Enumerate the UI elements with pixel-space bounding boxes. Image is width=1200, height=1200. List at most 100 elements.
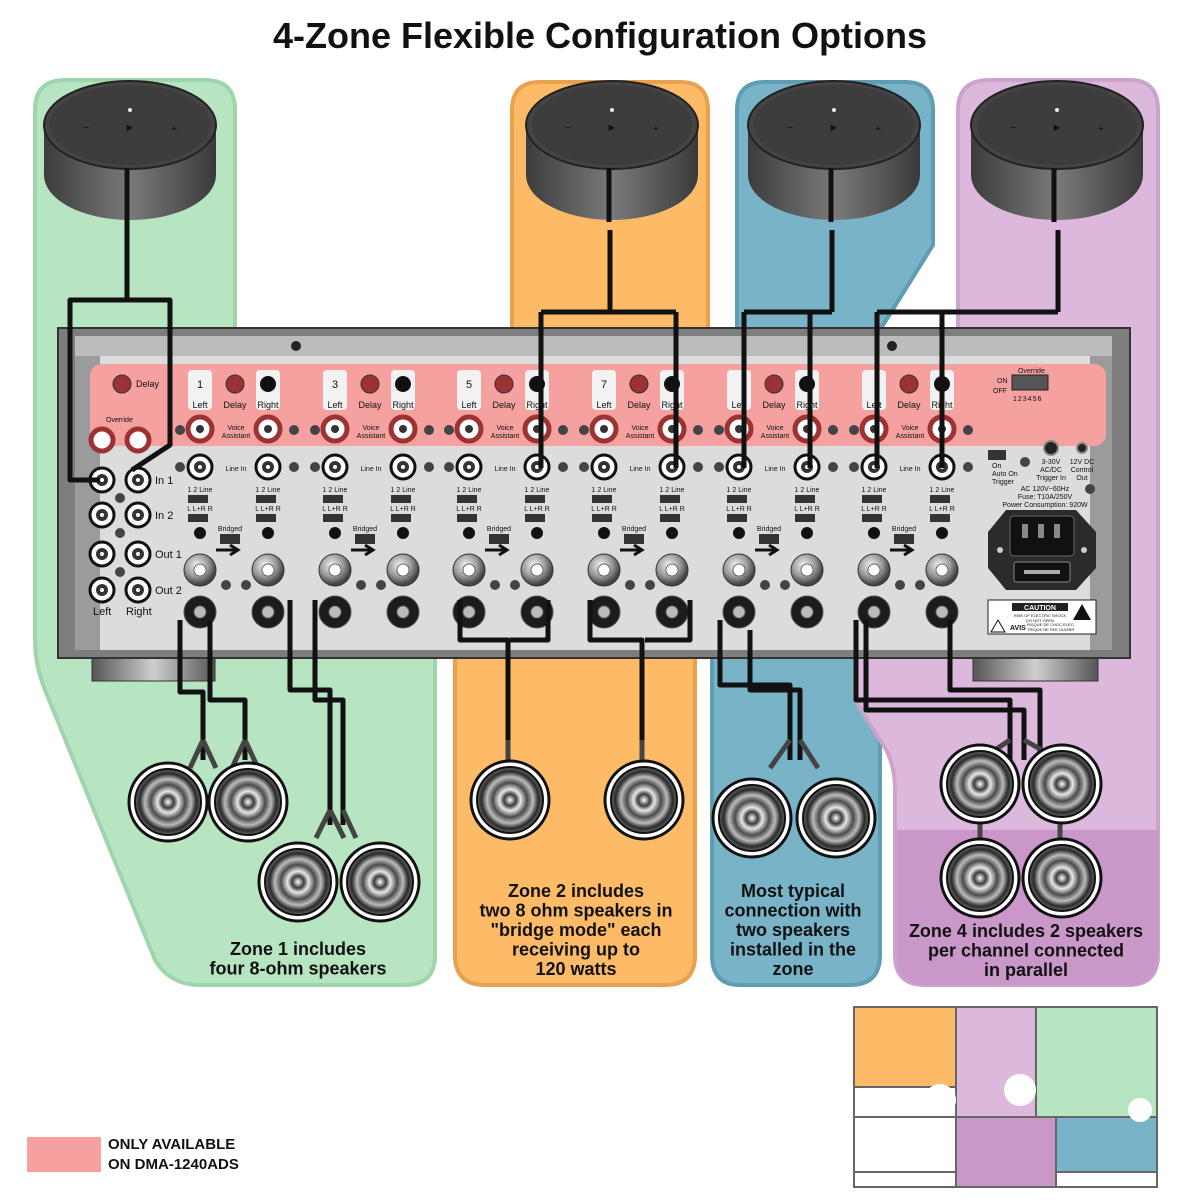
binding-post-negative[interactable] [587, 595, 621, 629]
voice-assistant-jack[interactable] [589, 414, 619, 444]
channel-mode-jumper[interactable] [795, 514, 815, 522]
binding-post-positive[interactable] [183, 553, 217, 587]
voice-assistant-jack[interactable] [320, 414, 350, 444]
rca-jack[interactable] [124, 540, 152, 568]
channel-mode-jumper[interactable] [457, 514, 477, 522]
rca-jack[interactable] [88, 540, 116, 568]
voice-assistant-jack[interactable] [724, 414, 754, 444]
input-select-jumper[interactable] [795, 495, 815, 503]
binding-post-positive[interactable] [790, 553, 824, 587]
line-in-jack[interactable] [725, 453, 753, 481]
line-in-jack[interactable] [186, 453, 214, 481]
rca-jack[interactable] [124, 576, 152, 604]
input-select-jumper[interactable] [930, 495, 950, 503]
voice-assistant-jack[interactable] [454, 414, 484, 444]
binding-post-positive[interactable] [251, 553, 285, 587]
binding-post-positive[interactable] [857, 553, 891, 587]
power-inlet[interactable] [988, 510, 1096, 590]
channel-mode-jumper[interactable] [391, 514, 411, 522]
line-in-jack[interactable] [590, 453, 618, 481]
input-select-jumper[interactable] [862, 495, 882, 503]
line-in-jack[interactable] [793, 453, 821, 481]
input-select-jumper[interactable] [727, 495, 747, 503]
input-select-jumper[interactable] [457, 495, 477, 503]
binding-post-positive[interactable] [722, 553, 756, 587]
rca-jack[interactable] [124, 501, 152, 529]
trigger-mode-switch[interactable] [988, 450, 1006, 460]
channel-mode-jumper[interactable] [862, 514, 882, 522]
line-in-jack[interactable] [321, 453, 349, 481]
binding-post-negative[interactable] [722, 595, 756, 629]
line-in-jack[interactable] [523, 453, 551, 481]
line-in-jack[interactable] [455, 453, 483, 481]
voice-assistant-jack[interactable] [792, 414, 822, 444]
delay-knob[interactable] [899, 374, 919, 394]
trigger-in-jack[interactable] [1043, 440, 1059, 456]
input-select-jumper[interactable] [391, 495, 411, 503]
bridged-switch[interactable] [489, 534, 509, 544]
binding-post-positive[interactable] [386, 553, 420, 587]
bridged-label: Bridged [353, 526, 377, 533]
voice-assistant-jack[interactable] [388, 414, 418, 444]
channel-mode-jumper[interactable] [930, 514, 950, 522]
channel-mode-jumper[interactable] [256, 514, 276, 522]
volume-remote[interactable]: −►+ [747, 80, 921, 222]
binding-post-negative[interactable] [857, 595, 891, 629]
line-in-jack[interactable] [389, 453, 417, 481]
line-in-jack[interactable] [860, 453, 888, 481]
binding-post-negative[interactable] [790, 595, 824, 629]
delay-knob[interactable] [360, 374, 380, 394]
input-select-jumper[interactable] [592, 495, 612, 503]
binding-post-positive[interactable] [587, 553, 621, 587]
override-dip-switch[interactable] [1011, 374, 1049, 391]
voice-assistant-jack[interactable] [522, 414, 552, 444]
line-in-jack[interactable] [658, 453, 686, 481]
line-in-jack[interactable] [254, 453, 282, 481]
channel-mode-jumper[interactable] [323, 514, 343, 522]
input-select-jumper[interactable] [525, 495, 545, 503]
bridged-switch[interactable] [759, 534, 779, 544]
delay-knob[interactable] [764, 374, 784, 394]
volume-remote[interactable]: −►+ [970, 80, 1144, 222]
delay-knob[interactable] [629, 374, 649, 394]
binding-post-negative[interactable] [925, 595, 959, 629]
channel-right-label: Right [526, 400, 548, 410]
volume-remote[interactable]: −►+ [43, 80, 217, 222]
voice-assistant-jack[interactable] [859, 414, 889, 444]
zone4-caption-line: per channel connected [928, 941, 1124, 961]
bridged-switch[interactable] [220, 534, 240, 544]
control-out-jack[interactable] [1076, 442, 1088, 454]
binding-post-positive[interactable] [452, 553, 486, 587]
rca-jack[interactable] [88, 501, 116, 529]
binding-post-negative[interactable] [251, 595, 285, 629]
channel-mode-jumper[interactable] [592, 514, 612, 522]
bridged-switch[interactable] [355, 534, 375, 544]
delay-knob[interactable] [494, 374, 514, 394]
binding-post-positive[interactable] [318, 553, 352, 587]
input-select-jumper[interactable] [188, 495, 208, 503]
binding-post-negative[interactable] [520, 595, 554, 629]
binding-post-positive[interactable] [520, 553, 554, 587]
rca-jack[interactable] [124, 466, 152, 494]
bridged-switch[interactable] [894, 534, 914, 544]
channel-mode-jumper[interactable] [660, 514, 680, 522]
channel-mode-jumper[interactable] [525, 514, 545, 522]
voice-assistant-jack[interactable] [185, 414, 215, 444]
rca-jack[interactable] [88, 576, 116, 604]
delay-knob[interactable] [225, 374, 245, 394]
binding-post-positive[interactable] [655, 553, 689, 587]
led-icon [1055, 108, 1059, 112]
channel-mode-jumper[interactable] [727, 514, 747, 522]
input-select-jumper[interactable] [256, 495, 276, 503]
bridged-switch[interactable] [624, 534, 644, 544]
volume-remote[interactable]: −►+ [525, 80, 699, 222]
binding-post-positive[interactable] [925, 553, 959, 587]
voice-assistant-jack[interactable] [253, 414, 283, 444]
binding-post-negative[interactable] [318, 595, 352, 629]
channel-mode-jumper[interactable] [188, 514, 208, 522]
binding-post-negative[interactable] [386, 595, 420, 629]
input-select-jumper[interactable] [323, 495, 343, 503]
binding-post-negative[interactable] [655, 595, 689, 629]
input-select-jumper[interactable] [660, 495, 680, 503]
voice-assistant-jack[interactable] [657, 414, 687, 444]
